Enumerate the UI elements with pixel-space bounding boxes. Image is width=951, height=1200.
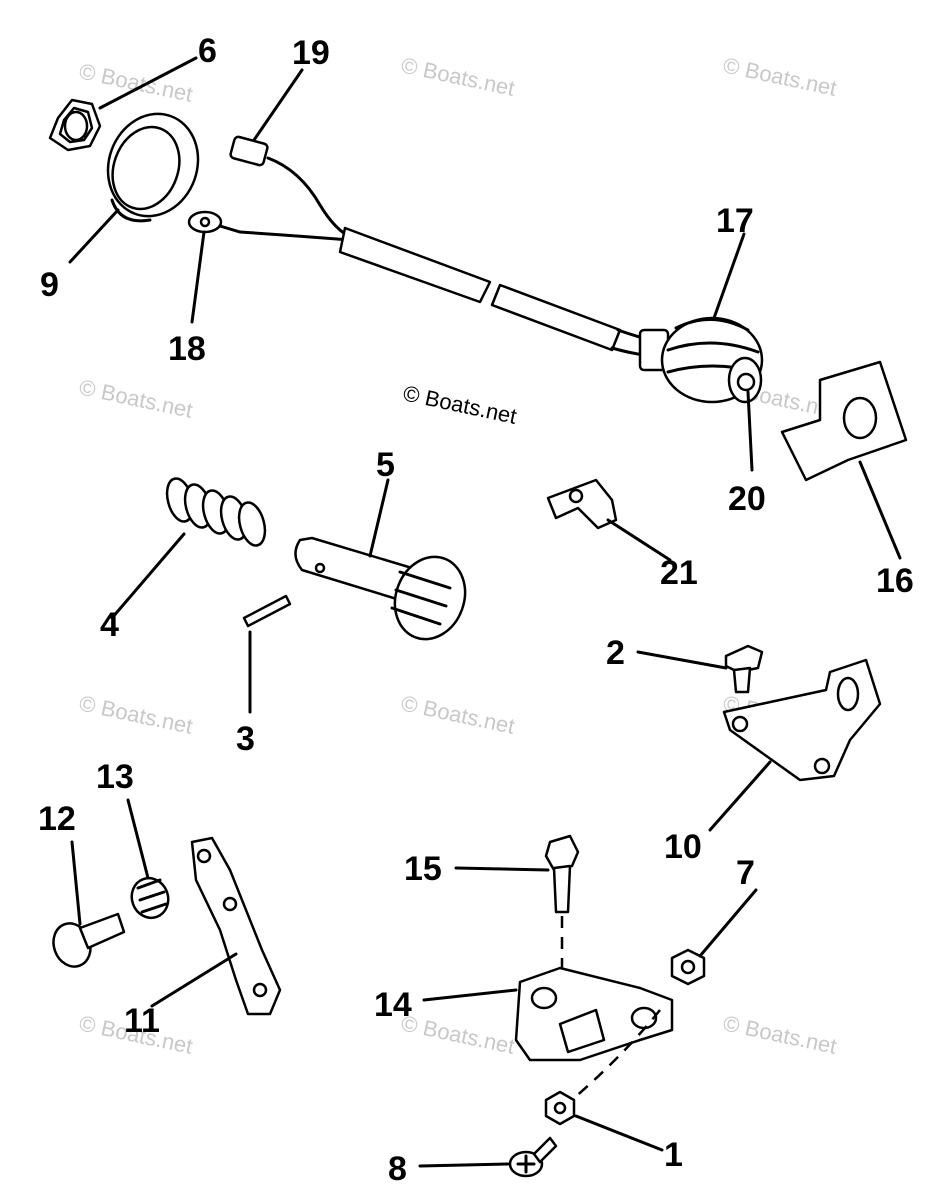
label-20: 20 — [728, 480, 766, 518]
part-4-spring — [165, 477, 267, 547]
part-17-switch-body — [638, 316, 764, 404]
part-2-bolt — [724, 644, 764, 694]
label-10: 10 — [664, 828, 702, 866]
label-13: 13 — [96, 758, 134, 796]
label-15: 15 — [404, 850, 442, 888]
part-10-bracket — [722, 658, 882, 782]
part-3-pin — [242, 594, 292, 628]
watermark: © Boats.net — [399, 52, 517, 100]
watermark: © Boats.net — [77, 374, 195, 422]
part-16-bracket — [780, 360, 908, 482]
label-2: 2 — [606, 634, 625, 672]
part-21-clip — [546, 478, 618, 530]
part-14-block — [514, 966, 674, 1111]
part-7-nut — [670, 948, 706, 986]
label-8: 8 — [388, 1150, 407, 1188]
part-8-screw — [508, 1136, 558, 1178]
label-7: 7 — [736, 854, 755, 892]
label-4: 4 — [100, 606, 119, 644]
watermark: © Boats.net — [77, 690, 195, 738]
part-1-nut — [544, 1090, 576, 1126]
part-19-wire-connector — [229, 135, 354, 240]
part-18-ring-terminal — [187, 210, 352, 242]
part-15-bolt — [544, 834, 580, 1010]
part-9-ring — [106, 112, 200, 223]
label-17: 17 — [716, 202, 754, 240]
part-5-plunger-knob — [294, 536, 467, 641]
label-11: 11 — [124, 1002, 160, 1040]
watermark: © Boats.net — [399, 690, 517, 738]
label-12: 12 — [38, 800, 76, 838]
label-5: 5 — [376, 446, 395, 484]
label-16: 16 — [876, 562, 914, 600]
label-19: 19 — [292, 34, 330, 72]
watermark: © Boats.net — [399, 1010, 517, 1058]
leader-lines — [68, 56, 902, 1168]
label-3: 3 — [236, 720, 255, 758]
watermark: © Boats.net — [721, 1010, 839, 1058]
part-12-screw — [52, 912, 126, 968]
watermark: © Boats.net — [721, 52, 839, 100]
label-18: 18 — [168, 330, 206, 368]
part-13-set-screw — [130, 876, 170, 920]
label-1: 1 — [664, 1136, 683, 1174]
label-21: 21 — [660, 554, 698, 592]
copyright-credit: © Boats.net — [401, 380, 519, 428]
part-labels: 6 19 9 18 17 20 16 21 5 4 3 2 10 12 13 1… — [38, 32, 914, 1188]
part-6-hex-nut — [48, 98, 102, 152]
wire-sleeve — [338, 226, 662, 358]
label-14: 14 — [374, 986, 412, 1024]
part-11-link-arm — [190, 836, 282, 1016]
label-9: 9 — [40, 266, 59, 304]
watermark: © Boats.net — [77, 58, 195, 106]
label-6: 6 — [198, 32, 217, 70]
